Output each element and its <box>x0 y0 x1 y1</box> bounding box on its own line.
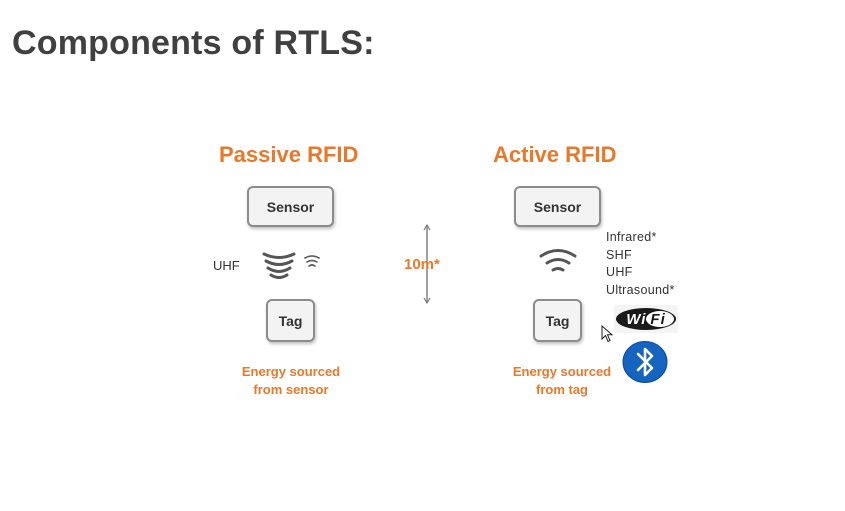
technology-item-infrared: Infrared* <box>606 230 657 244</box>
passive-tag-box: Tag <box>266 299 315 342</box>
technology-item-uhf: UHF <box>606 265 633 279</box>
passive-rfid-heading: Passive RFID <box>219 142 359 167</box>
active-energy-line1: Energy sourced <box>512 364 612 379</box>
active-energy-line2: from tag <box>536 382 588 397</box>
active-tag-box: Tag <box>533 299 582 342</box>
mouse-cursor-icon <box>601 324 614 343</box>
active-technology-list: Infrared* SHF UHF Ultrasound* <box>606 229 675 299</box>
distance-label: 10m* <box>404 256 440 273</box>
distance-arrow-icon <box>423 223 431 305</box>
bluetooth-logo-icon <box>622 341 668 383</box>
passive-frequency-label: UHF <box>213 258 240 273</box>
slide-title: Components of RTLS: <box>12 24 375 62</box>
passive-signal-small-icon <box>304 255 320 267</box>
wifi-logo-icon <box>614 305 678 333</box>
technology-item-shf: SHF <box>606 247 632 262</box>
active-sensor-box: Sensor <box>514 186 601 227</box>
active-energy-note: Energy sourced from tag <box>497 363 627 399</box>
passive-sensor-box: Sensor <box>247 186 334 227</box>
technology-item-ultrasound: Ultrasound* <box>606 282 675 297</box>
active-rfid-heading: Active RFID <box>493 142 617 167</box>
passive-energy-note: Energy sourced from sensor <box>226 363 356 399</box>
passive-energy-line2: from sensor <box>253 382 329 397</box>
passive-energy-line1: Energy sourced <box>241 364 341 379</box>
active-signal-icon <box>539 249 577 272</box>
passive-signal-large-icon <box>262 252 296 279</box>
